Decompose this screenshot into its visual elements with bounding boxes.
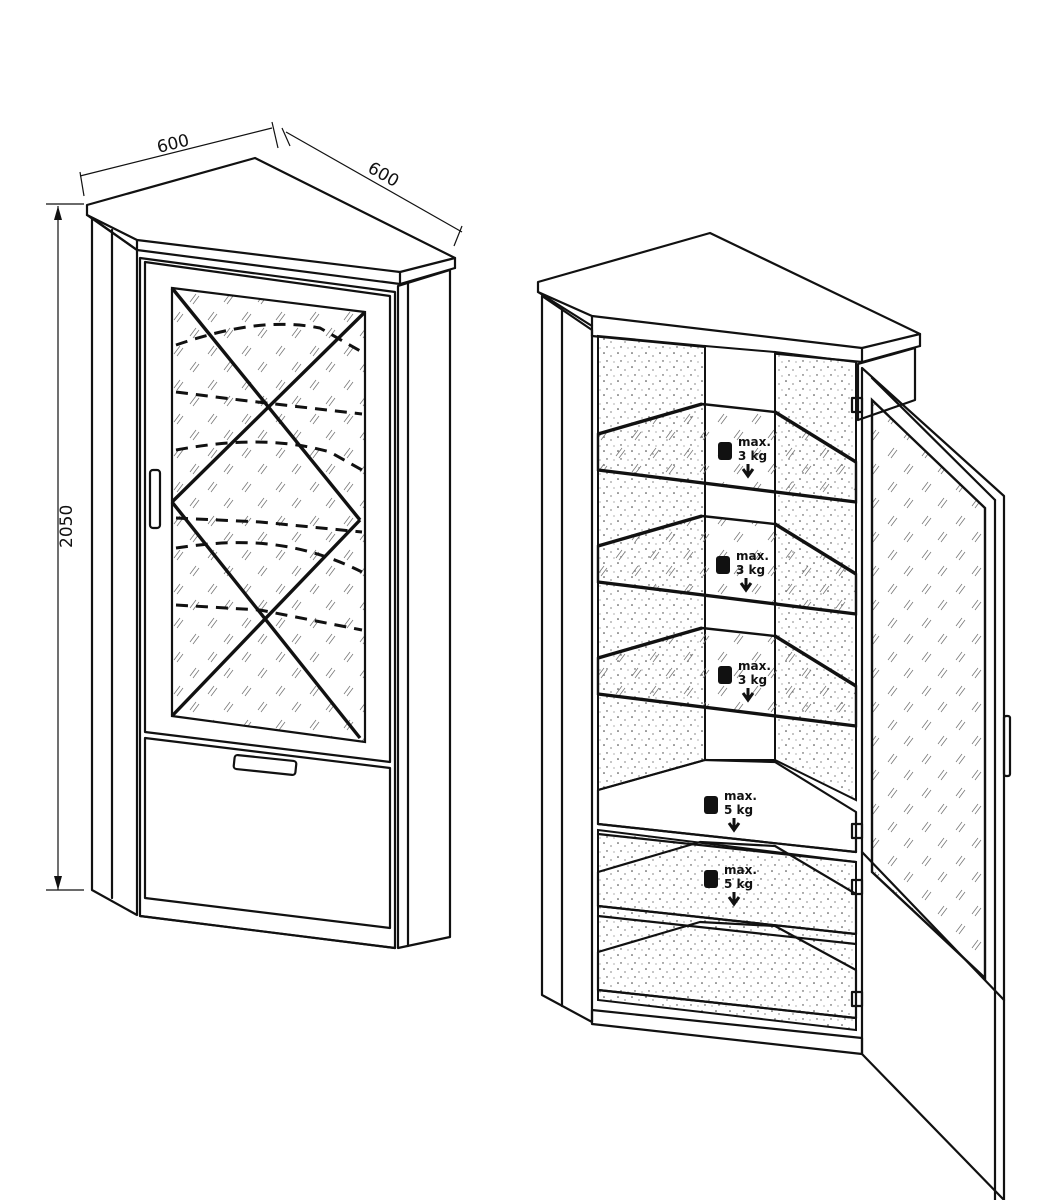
load-label-max: max.	[724, 863, 757, 877]
load-label-weight: 3 kg	[738, 449, 767, 463]
dimension-width-right: 600	[281, 127, 463, 247]
arrow-down-icon	[727, 818, 741, 833]
weight-icon	[718, 666, 732, 684]
load-label-max: max.	[724, 789, 757, 803]
load-label-1: max. 3 kg	[718, 435, 771, 479]
arrow-down-icon	[739, 578, 753, 593]
bottom-shelf	[596, 920, 858, 1020]
load-label-3: max. 3 kg	[718, 659, 771, 703]
shelf-4	[596, 758, 858, 864]
load-label-weight: 5 kg	[724, 877, 753, 891]
load-label-4: max. 5 kg	[704, 789, 757, 833]
load-label-max: max.	[736, 549, 769, 563]
weight-icon	[704, 870, 718, 888]
weight-icon	[716, 556, 730, 574]
load-label-weight: 5 kg	[724, 803, 753, 817]
load-label-2: max. 3 kg	[716, 549, 769, 593]
open-glass-door	[850, 366, 1012, 1200]
dimension-height: 2050	[46, 203, 84, 891]
closed-cabinet-view: 600 600 2050	[46, 121, 463, 950]
weight-icon	[718, 442, 732, 460]
dimension-label-width-left: 600	[155, 131, 191, 158]
load-label-max: max.	[738, 435, 771, 449]
arrow-down-icon	[727, 892, 741, 907]
load-label-5: max. 5 kg	[704, 863, 757, 907]
load-label-weight: 3 kg	[738, 673, 767, 687]
dimension-label-height: 2050	[57, 505, 77, 548]
load-label-weight: 3 kg	[736, 563, 765, 577]
open-cabinet-view: max. 3 kg max. 3 kg max. 3 kg max. 5 kg …	[536, 231, 1012, 1200]
weight-icon	[704, 796, 718, 814]
arrow-down-icon	[741, 688, 755, 703]
arrow-down-icon	[741, 464, 755, 479]
load-label-max: max.	[738, 659, 771, 673]
